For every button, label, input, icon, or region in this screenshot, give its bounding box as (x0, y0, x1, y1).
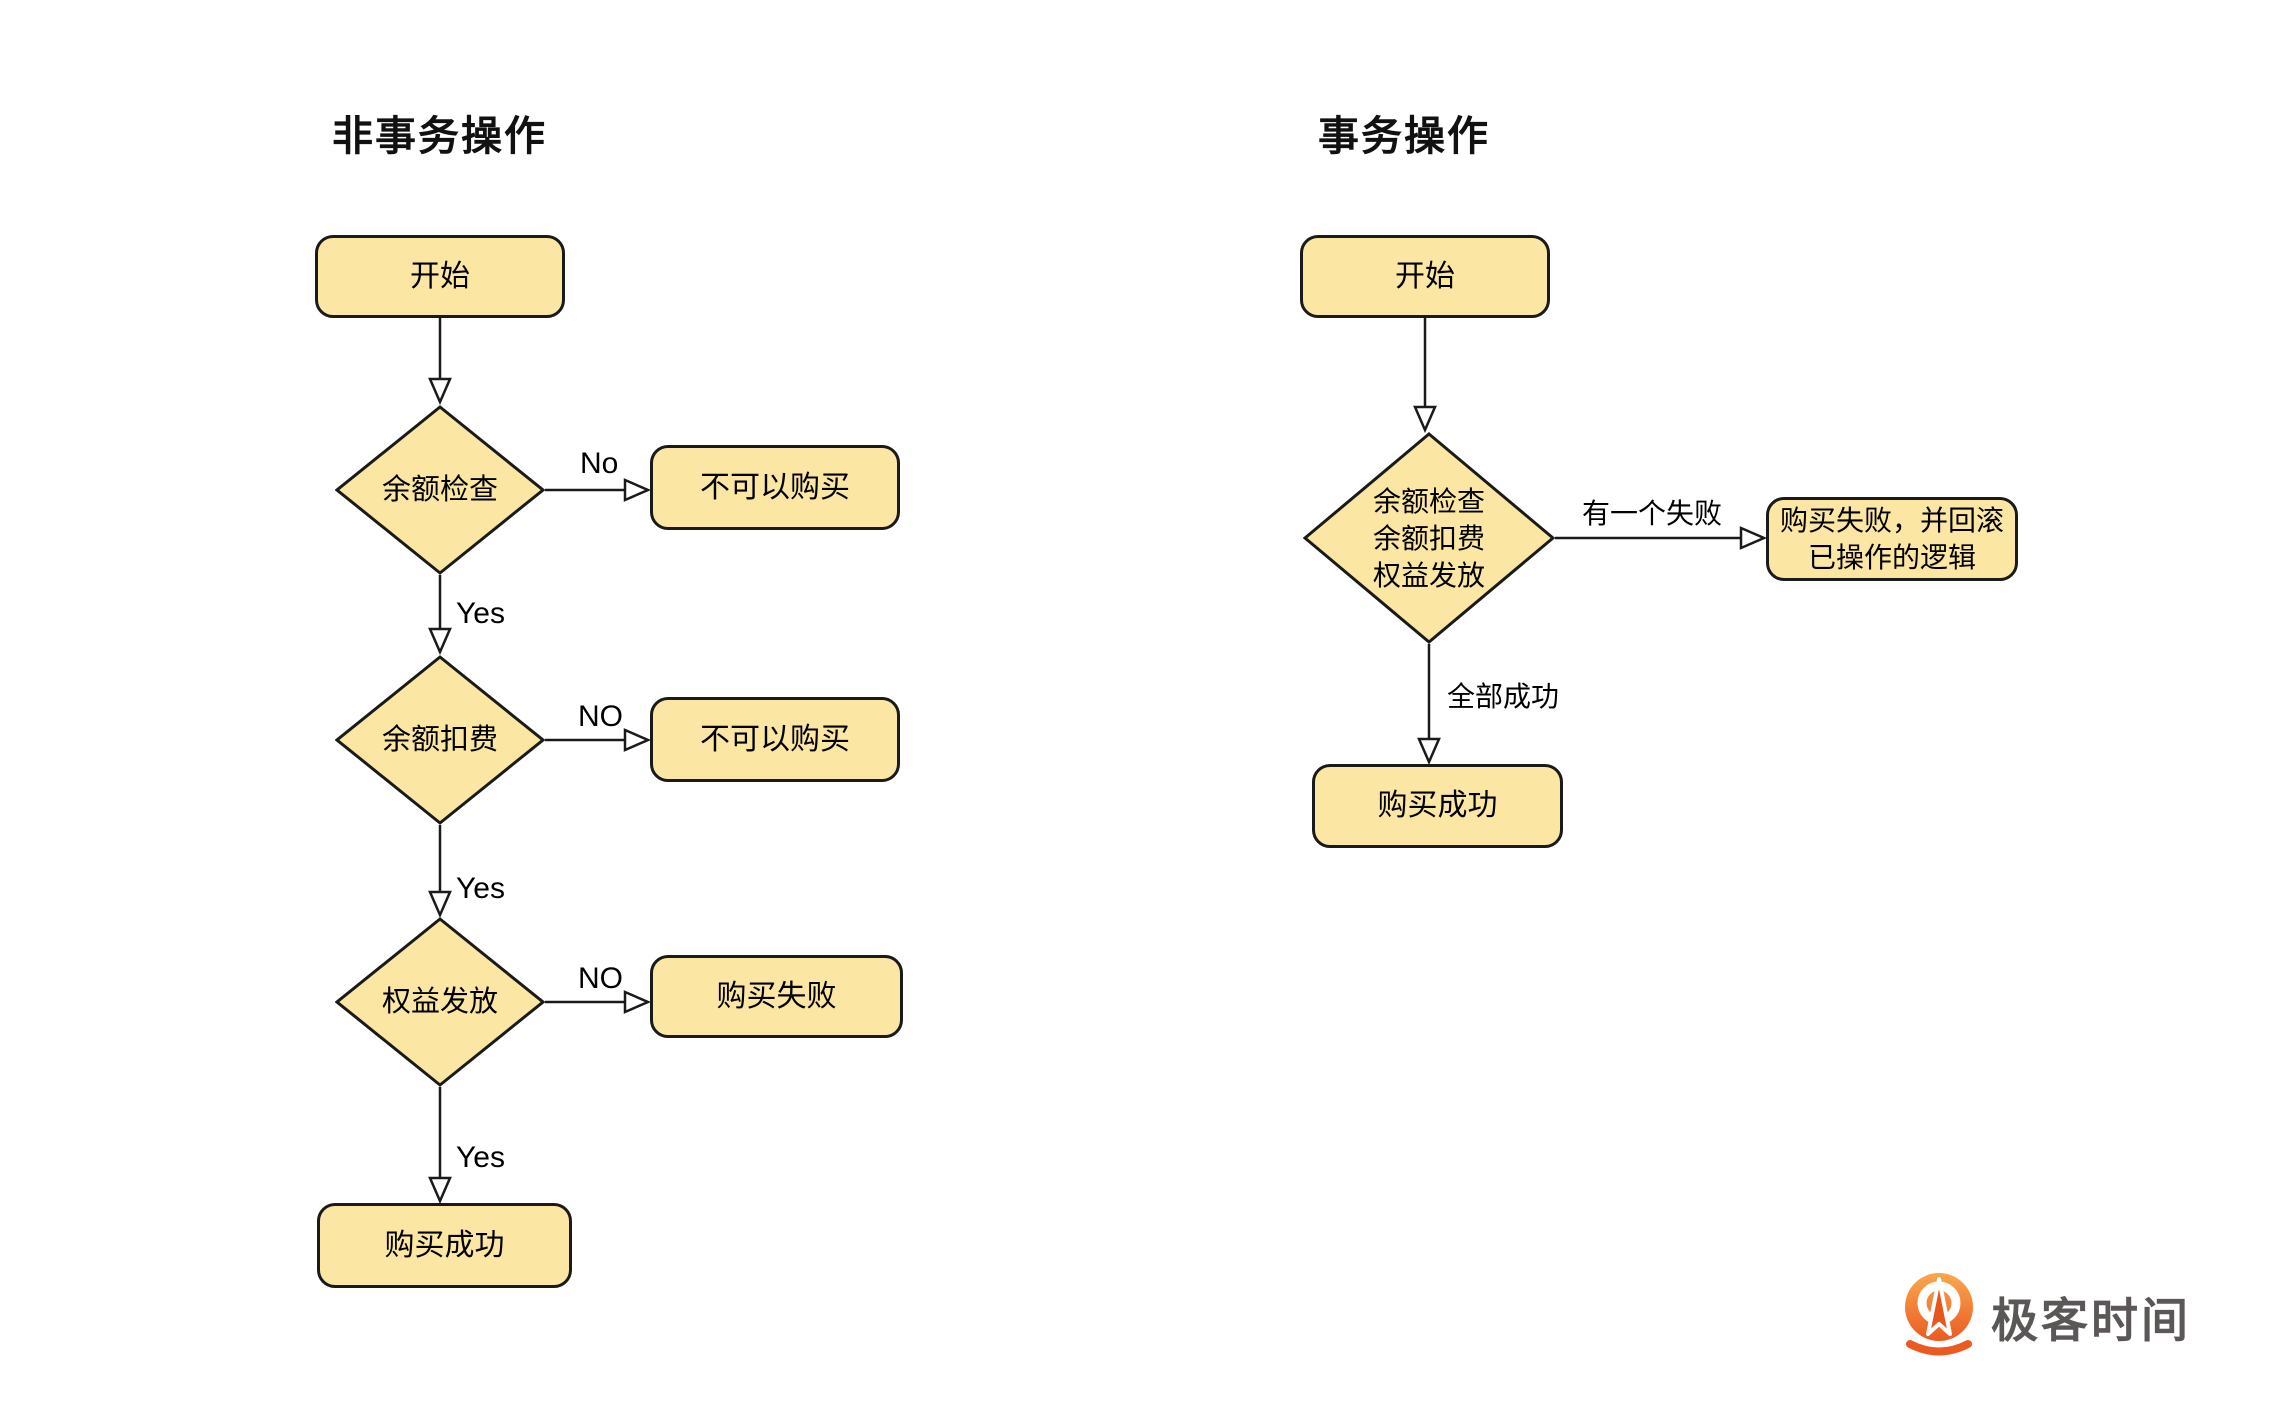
geektime-logo-icon (1905, 1273, 1973, 1356)
node-label-line: 已操作的逻辑 (1807, 542, 1976, 573)
node-label: 购买成功 (384, 1228, 505, 1262)
node-right-buy-success: 购买成功 (1312, 764, 1563, 848)
edge-label-no-3: NO (578, 962, 623, 995)
node-right-start: 开始 (1300, 235, 1550, 318)
node-label: 购买失败 (716, 979, 837, 1013)
geektime-logo-text: 极客时间 (1991, 1293, 2191, 1347)
left-flow-title: 非事务操作 (332, 113, 547, 159)
edge-label-one-fail: 有一个失败 (1582, 498, 1723, 529)
diamond-shape (1303, 432, 1555, 644)
node-left-cannot-buy-1: 不可以购买 (650, 445, 900, 530)
node-left-check-balance: 余额检查 (335, 405, 545, 575)
node-label: 余额检查 (381, 474, 498, 506)
node-label: 开始 (410, 259, 470, 293)
diamond-shape (335, 917, 545, 1087)
diamond-shape (335, 405, 545, 575)
node-label: 余额扣费 (381, 724, 498, 756)
node-label-line: 购买失败，并回滚 (1779, 505, 2004, 536)
edge-label-yes-1: Yes (456, 597, 505, 630)
node-label-line: 余额检查 (1372, 485, 1485, 517)
diamond-shape (335, 655, 545, 825)
node-label: 不可以购买 (700, 470, 850, 504)
node-label: 不可以购买 (700, 722, 850, 756)
edge-label-all-success: 全部成功 (1447, 681, 1560, 712)
node-right-rollback: 购买失败，并回滚 已操作的逻辑 (1766, 497, 2018, 581)
node-label: 购买成功 (1377, 789, 1498, 822)
geektime-logo: 极客时间 (1901, 1272, 2191, 1360)
right-flow-title: 事务操作 (1318, 113, 1490, 159)
edge-label-yes-2: Yes (456, 872, 505, 905)
edge-label-no-1: No (580, 447, 619, 480)
edge-label-no-2: NO (578, 700, 623, 733)
node-left-grant-rights: 权益发放 (335, 917, 545, 1087)
node-label-line: 余额扣费 (1372, 522, 1485, 554)
node-left-buy-fail: 购买失败 (650, 955, 903, 1038)
node-left-cannot-buy-2: 不可以购买 (650, 697, 900, 782)
node-label-line: 权益发放 (1372, 559, 1485, 591)
node-left-start: 开始 (315, 235, 565, 318)
node-left-buy-success: 购买成功 (317, 1203, 572, 1288)
node-label: 开始 (1395, 259, 1455, 293)
node-left-deduct-balance: 余额扣费 (335, 655, 545, 825)
node-right-decision: 余额检查 余额扣费 权益发放 (1303, 432, 1555, 644)
node-label: 权益发放 (381, 986, 498, 1018)
edge-label-yes-3: Yes (456, 1141, 505, 1174)
